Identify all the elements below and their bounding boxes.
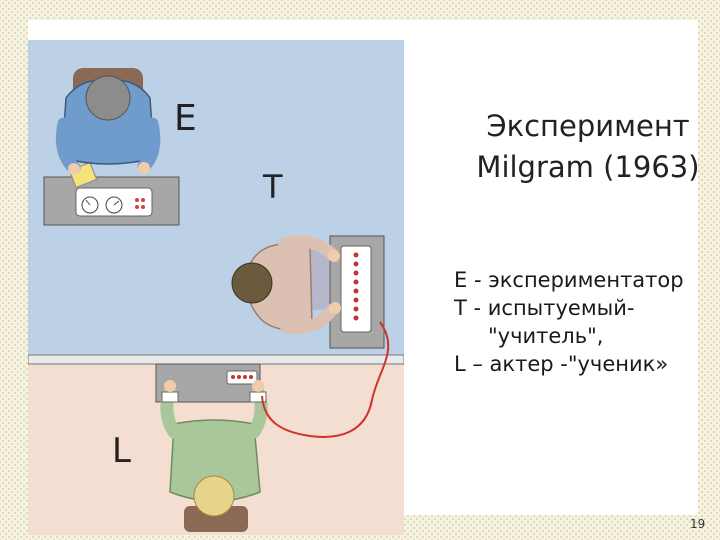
title-line-2: Milgram (1963) <box>476 150 700 184</box>
learner-figure <box>160 380 268 532</box>
teacher-figure <box>231 235 341 334</box>
shock-wire <box>261 321 390 438</box>
slide-title: Эксперимент Milgram (1963) <box>448 106 720 188</box>
experimenter-letter: E <box>174 98 197 139</box>
title-line-1: Эксперимент <box>486 109 690 143</box>
legend-teacher: T - испытуемый- <box>454 296 635 320</box>
experimenter-desk <box>43 161 180 226</box>
teacher-letter: T <box>262 168 283 206</box>
legend-learner: L – актер -"ученик» <box>454 352 669 376</box>
learner-letter: L <box>112 431 131 471</box>
legend-teacher-continued: "учитель", <box>488 324 604 348</box>
milgram-experiment-illustration: E T <box>28 40 404 535</box>
slide: E T <box>28 20 705 535</box>
experimenter-figure <box>55 68 161 175</box>
roles-legend: E - экспериментатор T - испытуемый- "учи… <box>454 266 720 378</box>
room-divider-wall <box>28 354 404 365</box>
page-number: 19 <box>690 517 706 531</box>
legend-experimenter: E - экспериментатор <box>454 268 684 292</box>
